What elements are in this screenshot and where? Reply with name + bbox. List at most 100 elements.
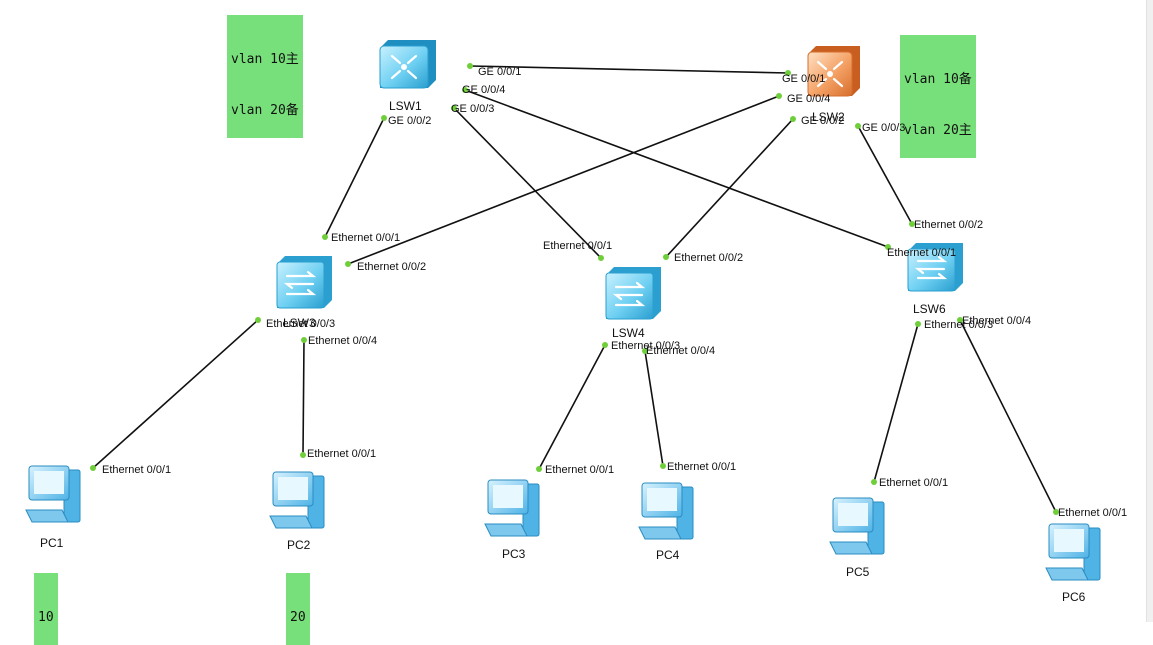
- port-label-lsw3-e4: Ethernet 0/0/4: [308, 335, 378, 347]
- device-label-pc1: PC1: [40, 536, 64, 550]
- device-label-pc2: PC2: [287, 538, 311, 552]
- port-label-pc1-e1: Ethernet 0/0/1: [102, 464, 172, 476]
- links: [92, 65, 1057, 513]
- port-dot[interactable]: [957, 317, 963, 323]
- port-dot[interactable]: [451, 105, 457, 111]
- port-dot[interactable]: [255, 317, 261, 323]
- pc5-icon[interactable]: [829, 497, 885, 555]
- port-label-lsw1-ge1: GE 0/0/1: [478, 66, 522, 78]
- lsw3-switch-icon[interactable]: [276, 256, 332, 309]
- pc3-icon[interactable]: [484, 479, 540, 537]
- port-dot[interactable]: [871, 479, 877, 485]
- link-lsw1-lsw2[interactable]: [469, 65, 789, 74]
- port-dot[interactable]: [642, 348, 648, 354]
- port-label-lsw6-e4: Ethernet 0/0/4: [962, 315, 1032, 327]
- topology-canvas: [25, 40, 1101, 581]
- port-label-pc5-e1: Ethernet 0/0/1: [879, 477, 949, 489]
- port-label-lsw4-e2: Ethernet 0/0/2: [674, 252, 744, 264]
- note-line: 20: [290, 610, 306, 625]
- link-lsw2-lsw3[interactable]: [347, 95, 780, 265]
- port-dot[interactable]: [345, 261, 351, 267]
- port-label-pc4-e1: Ethernet 0/0/1: [667, 461, 737, 473]
- port-dot[interactable]: [381, 115, 387, 121]
- port-dot[interactable]: [300, 452, 306, 458]
- port-dot[interactable]: [1053, 509, 1059, 515]
- pc2-icon[interactable]: [269, 471, 325, 529]
- port-dot[interactable]: [885, 244, 891, 250]
- port-label-lsw2-ge1: GE 0/0/1: [782, 73, 826, 85]
- note-line: vlan 10备: [904, 72, 972, 87]
- link-lsw1-lsw3[interactable]: [324, 117, 385, 238]
- note-line: vlan 20主: [904, 123, 972, 138]
- port-dot[interactable]: [785, 70, 791, 76]
- link-lsw3-pc1[interactable]: [92, 319, 259, 469]
- port-label-lsw3-e2: Ethernet 0/0/2: [357, 261, 427, 273]
- link-lsw1-lsw6[interactable]: [464, 89, 889, 248]
- port-label-lsw1-ge4: GE 0/0/4: [462, 84, 506, 96]
- note-lsw2-vlan[interactable]: vlan 10备 vlan 20主: [900, 35, 976, 158]
- port-label-lsw4-e4: Ethernet 0/0/4: [646, 345, 716, 357]
- port-label-lsw4-e1: Ethernet 0/0/1: [543, 240, 613, 252]
- device-label-pc6: PC6: [1062, 590, 1086, 604]
- note-line: vlan 10主: [231, 52, 299, 67]
- port-dot[interactable]: [855, 123, 861, 129]
- port-dot[interactable]: [598, 255, 604, 261]
- port-label-pc3-e1: Ethernet 0/0/1: [545, 464, 615, 476]
- port-label-lsw1-ge3: GE 0/0/3: [451, 103, 495, 115]
- port-dot[interactable]: [467, 63, 473, 69]
- note-line: vlan 20备: [231, 103, 299, 118]
- link-lsw4-pc4[interactable]: [644, 350, 664, 467]
- device-label-pc4: PC4: [656, 548, 680, 562]
- port-dot[interactable]: [776, 93, 782, 99]
- note-lsw1-vlan[interactable]: vlan 10主 vlan 20备: [227, 15, 303, 138]
- port-label-lsw3-e3: Ethernet 0/0/3: [266, 318, 336, 330]
- lsw4-switch-icon[interactable]: [605, 267, 661, 320]
- port-dot[interactable]: [915, 321, 921, 327]
- lsw2-switch-icon[interactable]: [807, 46, 860, 97]
- vertical-scrollbar[interactable]: [1146, 0, 1153, 622]
- link-lsw2-lsw4[interactable]: [665, 118, 794, 258]
- link-lsw6-pc6[interactable]: [959, 319, 1057, 513]
- port-dot[interactable]: [462, 87, 468, 93]
- port-dot[interactable]: [301, 337, 307, 343]
- port-label-lsw4-e3: Ethernet 0/0/3: [611, 340, 681, 352]
- device-label-pc5: PC5: [846, 565, 870, 579]
- port-label-pc2-e1: Ethernet 0/0/1: [307, 448, 377, 460]
- port-label-lsw2-ge3: GE 0/0/3: [862, 122, 906, 134]
- port-dot[interactable]: [602, 342, 608, 348]
- device-label-lsw4: LSW4: [612, 326, 645, 340]
- note-line: 10: [38, 610, 54, 625]
- port-label-lsw2-ge4: GE 0/0/4: [787, 93, 831, 105]
- port-dot[interactable]: [536, 466, 542, 472]
- device-label-pc3: PC3: [502, 547, 526, 561]
- port-label-lsw2-ge2: GE 0/0/2: [801, 115, 845, 127]
- device-label-lsw1: LSW1: [389, 99, 422, 113]
- link-lsw2-lsw6[interactable]: [857, 125, 913, 225]
- port-dot[interactable]: [90, 465, 96, 471]
- port-label-pc6-e1: Ethernet 0/0/1: [1058, 507, 1128, 519]
- device-label-lsw3: LSW3: [283, 316, 316, 330]
- link-lsw1-lsw4[interactable]: [453, 107, 602, 259]
- note-pc2-vlan[interactable]: 20: [286, 573, 310, 645]
- pc1-icon[interactable]: [25, 465, 81, 523]
- device-label-lsw2: LSW2: [812, 110, 845, 124]
- port-dot[interactable]: [663, 254, 669, 260]
- port-label-lsw3-e1: Ethernet 0/0/1: [331, 232, 401, 244]
- port-label-lsw6-e3: Ethernet 0/0/3: [924, 319, 994, 331]
- port-dot[interactable]: [322, 234, 328, 240]
- port-dot[interactable]: [909, 221, 915, 227]
- link-lsw6-pc5[interactable]: [873, 323, 919, 483]
- link-lsw4-pc3[interactable]: [538, 344, 606, 470]
- port-label-lsw6-e1: Ethernet 0/0/1: [887, 247, 957, 259]
- pc4-icon[interactable]: [638, 482, 694, 540]
- port-label-lsw6-e2: Ethernet 0/0/2: [914, 219, 984, 231]
- device-label-lsw6: LSW6: [913, 302, 946, 316]
- pc6-icon[interactable]: [1045, 523, 1101, 581]
- port-dot[interactable]: [790, 116, 796, 122]
- port-dot[interactable]: [660, 463, 666, 469]
- lsw1-switch-icon[interactable]: [379, 40, 436, 89]
- link-lsw3-pc2[interactable]: [302, 339, 305, 456]
- lsw6-switch-icon[interactable]: [907, 243, 963, 292]
- note-pc1-vlan[interactable]: 10: [34, 573, 58, 645]
- port-label-lsw1-ge2: GE 0/0/2: [388, 115, 432, 127]
